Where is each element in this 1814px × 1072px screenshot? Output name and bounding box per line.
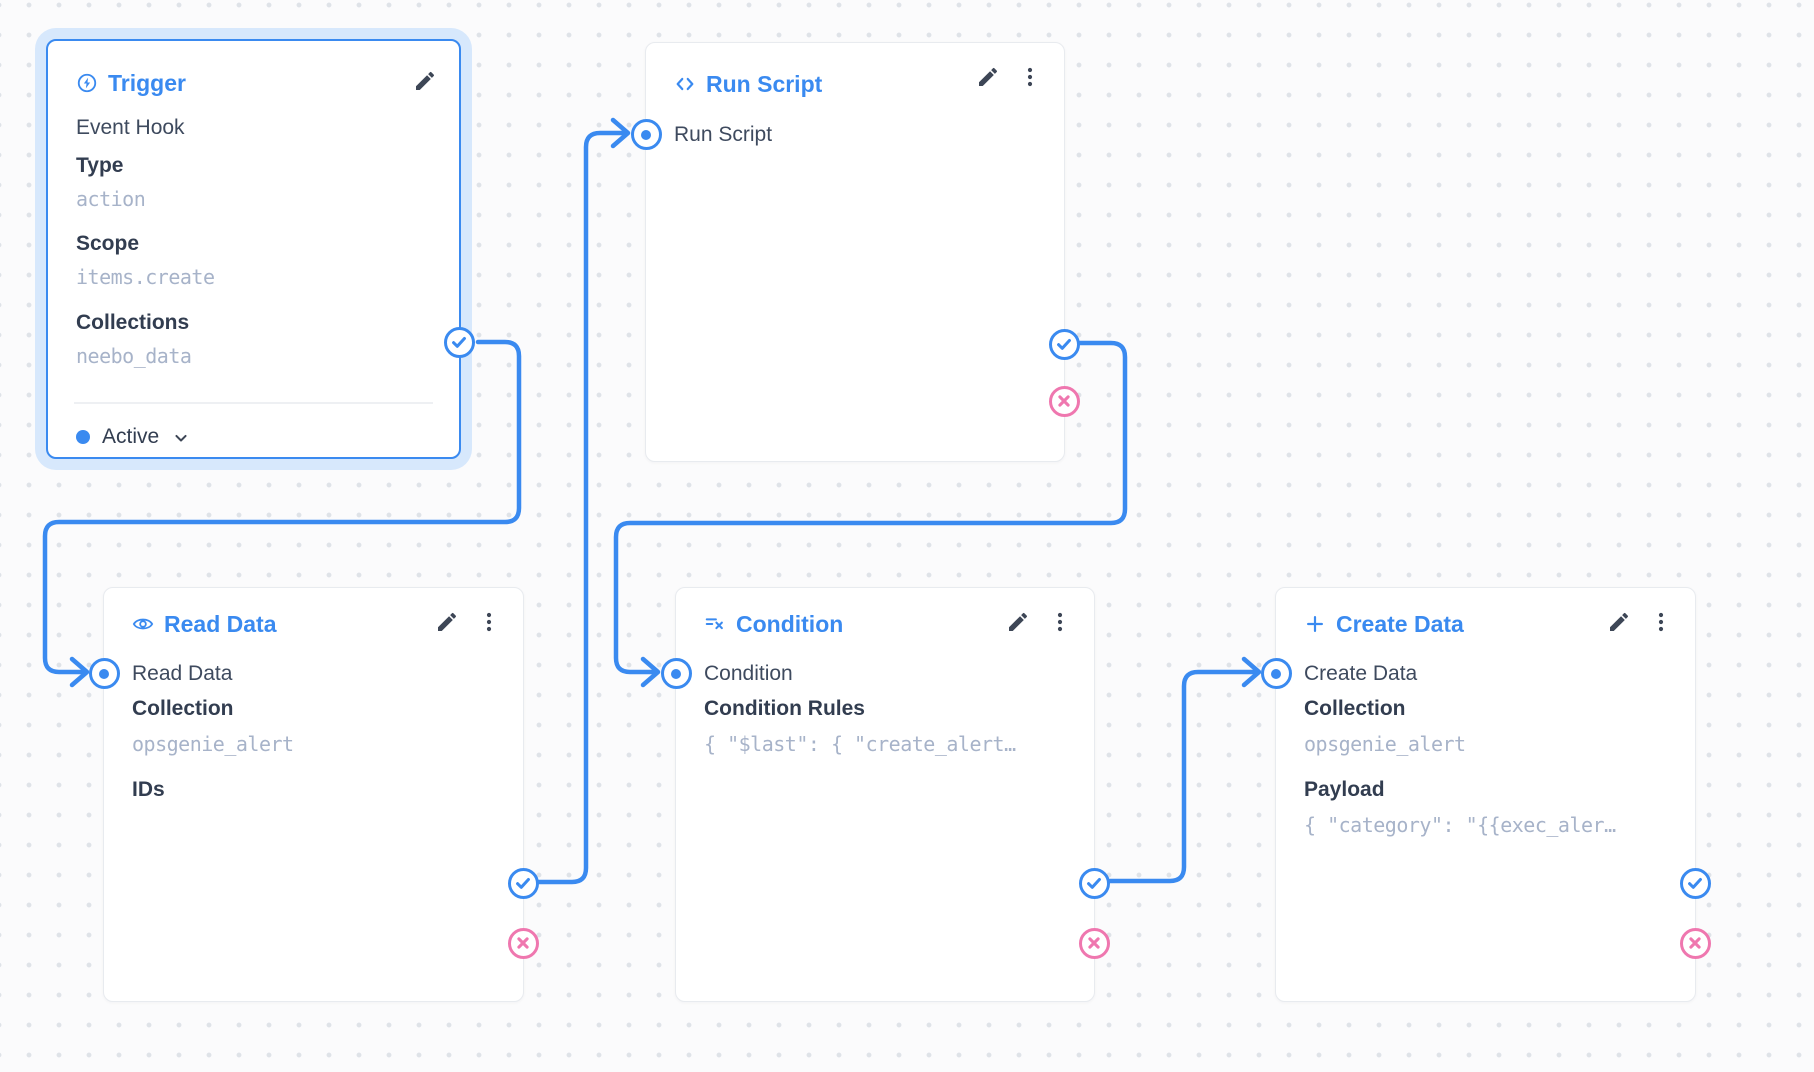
- field-label: Scope: [76, 232, 140, 255]
- connector-read-data-input[interactable]: [88, 658, 120, 689]
- divider: [74, 402, 433, 404]
- node-title: Read Data: [164, 610, 277, 637]
- node-condition-header: Condition: [704, 608, 998, 640]
- input-label: Read Data: [132, 662, 233, 685]
- edge-read-data-to-run-script: [536, 117, 631, 885]
- node-run-script[interactable]: Run Script Run Script: [630, 42, 1080, 462]
- node-condition[interactable]: Condition Condition Condition Rules { "$…: [660, 587, 1110, 1002]
- node-trigger-header: Trigger: [76, 67, 363, 99]
- field-label: Type: [76, 154, 124, 177]
- field-label: Payload: [1304, 778, 1385, 801]
- field-label: Condition Rules: [704, 697, 865, 720]
- status-toggle[interactable]: Active: [76, 419, 191, 455]
- trigger-type-text: Event Hook: [76, 116, 185, 139]
- node-run-script-header: Run Script: [674, 68, 968, 100]
- node-trigger[interactable]: Trigger Event Hook Type action Scope ite…: [46, 39, 475, 459]
- kebab-menu-icon[interactable]: [1048, 610, 1072, 634]
- connector-run-script-reject[interactable]: [1048, 386, 1080, 417]
- kebab-menu-icon[interactable]: [1018, 65, 1042, 89]
- edit-icon[interactable]: [976, 65, 1000, 89]
- edit-icon[interactable]: [435, 610, 459, 634]
- field-label: Collections: [76, 311, 190, 334]
- input-label: Run Script: [674, 123, 773, 146]
- node-create-data-header: Create Data: [1304, 608, 1599, 640]
- connector-condition-resolve[interactable]: [1078, 868, 1110, 899]
- field-value: opsgenie_alert: [132, 732, 294, 756]
- edit-icon[interactable]: [1006, 610, 1030, 634]
- edit-icon[interactable]: [413, 69, 437, 93]
- eye-icon: [132, 618, 154, 630]
- node-title: Create Data: [1336, 610, 1464, 637]
- field-value: opsgenie_alert: [1304, 732, 1466, 756]
- rule-icon: [705, 618, 723, 630]
- kebab-menu-icon[interactable]: [1649, 610, 1673, 634]
- field-value: { "category": "{{exec_aler…: [1304, 813, 1616, 837]
- chevron-down-icon: [175, 434, 187, 442]
- field-value: items.create: [76, 265, 215, 289]
- connector-condition-input[interactable]: [660, 658, 692, 689]
- node-title: Trigger: [108, 69, 186, 96]
- connector-run-script-input[interactable]: [630, 119, 662, 150]
- bolt-circle-icon: [77, 73, 97, 93]
- connector-create-data-reject[interactable]: [1679, 928, 1711, 959]
- connector-read-data-resolve[interactable]: [507, 868, 539, 899]
- field-label: IDs: [132, 778, 165, 801]
- connector-condition-reject[interactable]: [1078, 928, 1110, 959]
- input-label: Condition: [704, 662, 793, 685]
- field-label: Collection: [1304, 697, 1406, 720]
- node-title: Condition: [736, 610, 844, 637]
- connector-read-data-reject[interactable]: [507, 928, 539, 959]
- status-label: Active: [102, 425, 160, 448]
- field-value: neebo_data: [76, 344, 192, 368]
- status-dot: [76, 430, 90, 444]
- node-create-data[interactable]: Create Data Create Data Collection opsge…: [1260, 587, 1711, 1002]
- connector-trigger-resolve[interactable]: [443, 327, 475, 358]
- input-label: Create Data: [1304, 662, 1418, 685]
- kebab-menu-icon[interactable]: [477, 610, 501, 634]
- node-title: Run Script: [706, 70, 823, 97]
- edit-icon[interactable]: [1607, 610, 1631, 634]
- connector-create-data-resolve[interactable]: [1679, 868, 1711, 899]
- connector-run-script-resolve[interactable]: [1048, 329, 1080, 360]
- node-read-data[interactable]: Read Data Read Data Collection opsgenie_…: [88, 587, 539, 1002]
- connector-create-data-input[interactable]: [1260, 658, 1292, 689]
- field-value: action: [76, 187, 146, 211]
- field-label: Collection: [132, 697, 234, 720]
- edge-condition-to-create-data: [1107, 656, 1262, 884]
- field-value: { "$last": { "create_alert…: [704, 732, 1016, 756]
- code-icon: [676, 77, 694, 91]
- plus-icon: [1307, 616, 1323, 632]
- node-read-data-header: Read Data: [132, 608, 427, 640]
